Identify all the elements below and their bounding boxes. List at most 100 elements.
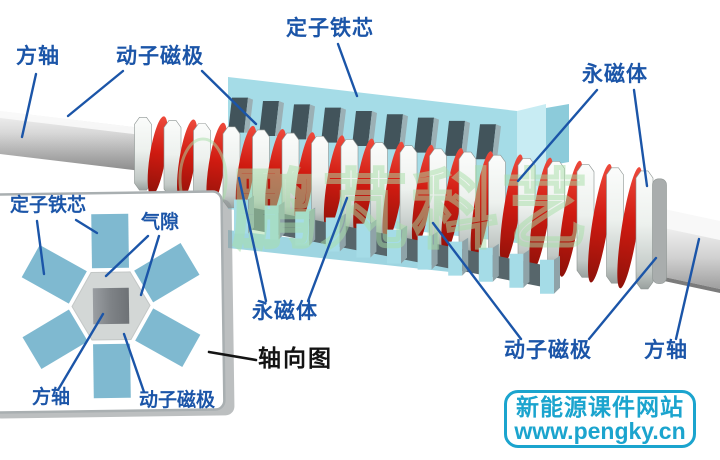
label-mover-pole-top: 动子磁极 [116,45,204,68]
stator-tooth [478,247,493,282]
leader-permanent-magnet-top-a [516,88,599,183]
left-shaft [0,111,150,172]
inset-stator-pole [134,242,200,303]
stator-tooth [387,229,401,264]
right-shaft-top-face [650,206,720,240]
permanent-magnet-ring [470,151,494,260]
watermark-text: 鹏芃科艺 [232,163,592,259]
stator-slot-side [430,117,439,153]
permanent-magnet-ring [177,119,198,202]
leader-inset-stator-core-b [74,218,99,235]
label-square-shaft-bottom: 方轴 [644,339,688,362]
stator-tooth [448,241,463,276]
leader-permanent-magnet-bottom-b [306,196,349,303]
stator-slot-side [461,120,470,156]
right-shaft-bottom-edge [650,274,720,293]
permanent-magnet-ring [411,144,435,248]
leader-square-shaft-top-left [20,72,38,139]
leader-inset-stator-core-a [35,219,46,276]
inset-stator-poles [21,213,201,399]
left-shaft-highlight [0,111,150,136]
leader-axial-view [207,350,258,362]
stator-slot-side [275,100,284,136]
right-square-shaft [650,206,720,293]
leader-mover-pole-bottom-a [431,221,523,341]
permanent-magnet-ring [382,141,405,242]
stator-slot [259,100,279,136]
stator-tooth [509,253,524,288]
badge-site-name: 新能源课件网站 [516,393,684,420]
stator-tooth-side [492,243,499,282]
permanent-magnet-ring [323,135,346,231]
stator-slot [383,114,403,150]
stator-slot [476,124,496,160]
leader-permanent-magnet-top-b [632,88,649,188]
leader-inset-square-shaft [56,312,105,392]
label-inset-air-gap: 气隙 [141,212,180,233]
stator-tooth [295,211,310,246]
stator-tooth [417,235,432,270]
stator-tooth-side [278,201,285,240]
stator-tooth [264,205,279,240]
stator-bottom-teeth [234,195,560,294]
leader-lines [20,42,701,394]
inset-stator-pole [91,213,129,269]
permanent-magnet-ring [206,122,228,208]
inset-stator-pole [21,244,87,304]
leader-mover-pole-bottom-b [587,256,658,341]
stator-slot-side [399,114,408,150]
stator-slot [445,120,465,156]
stator-tooth-side [309,207,316,246]
leader-permanent-magnet-bottom-a [237,176,268,303]
axial-view-inset [0,190,235,419]
label-inset-mover-pole: 动子磁极 [139,390,216,411]
stator-tooth-side [339,213,346,252]
stator-tooth-side [523,249,530,288]
stator-tooth-side [370,219,377,258]
inset-stator-pole [22,309,88,369]
permanent-magnet-ring [147,116,168,196]
stator-tooth [540,259,554,294]
right-shaft-front-face [650,225,720,289]
stator-slot [321,107,341,143]
stator-slot-side [306,104,315,140]
leader-mover-pole-top-b [200,69,258,126]
website-badge: 新能源课件网站 www.pengky.cn [504,390,696,448]
stator-slot-side [368,110,377,146]
permanent-magnet-ring [441,148,465,254]
badge-site-url: www.pengky.cn [514,418,686,444]
stator-slot-side [337,107,346,143]
stator-tooth [356,223,371,258]
rotor-pole-piece [635,170,654,290]
inset-square-shaft [92,287,130,325]
label-square-shaft-top-left: 方轴 [16,45,60,68]
stator-slot [228,97,248,133]
label-inset-stator-core: 定子铁芯 [10,195,87,216]
stator-tooth-side [554,255,560,294]
leader-mover-pole-top-a [66,69,125,118]
permanent-magnet-ring [294,132,317,225]
stator-top-slots [228,97,501,160]
leader-stator-core-top [336,42,359,98]
inset-stator-pole [93,343,131,399]
stator-slot [414,117,434,153]
permanent-magnet-ring [353,138,376,237]
inset-stator-pole [135,308,201,368]
stator-slot-side [492,124,501,160]
permanent-magnet-ring [265,129,287,219]
stator-slot [290,104,310,140]
rotor-end-cap [652,178,667,284]
label-axial-view: 轴向图 [258,345,333,371]
stator-slot [352,110,372,146]
watermark: 鹏芃科艺 [178,137,592,260]
label-permanent-magnet-bottom: 永磁体 [252,300,318,323]
stator-tooth-side [431,231,438,270]
label-mover-pole-bottom: 动子磁极 [504,339,592,362]
leader-square-shaft-bottom-right [674,237,701,341]
label-permanent-magnet-top: 永磁体 [582,63,648,86]
stator-tooth-side [401,225,407,264]
leader-inset-air-gap-a [104,234,150,278]
leader-inset-air-gap-b [139,234,161,297]
